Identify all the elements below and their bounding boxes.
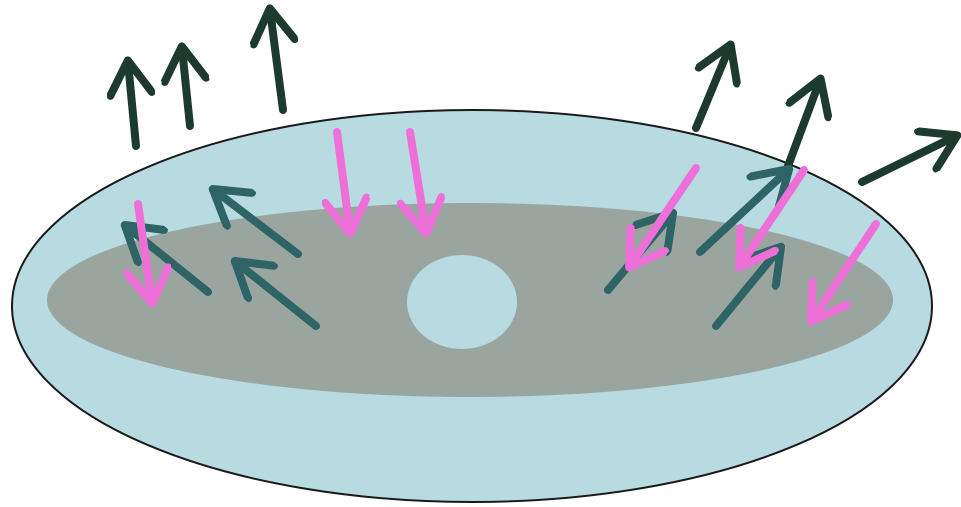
arrow-outward-icon [862,136,956,182]
arrow-outward-icon [270,10,283,110]
arrow-outward-icon [788,80,820,166]
center-hole [407,255,517,349]
arrow-outward-icon [182,48,190,126]
arrow-outward-icon [128,62,136,146]
arrow-outward-icon [696,46,730,128]
